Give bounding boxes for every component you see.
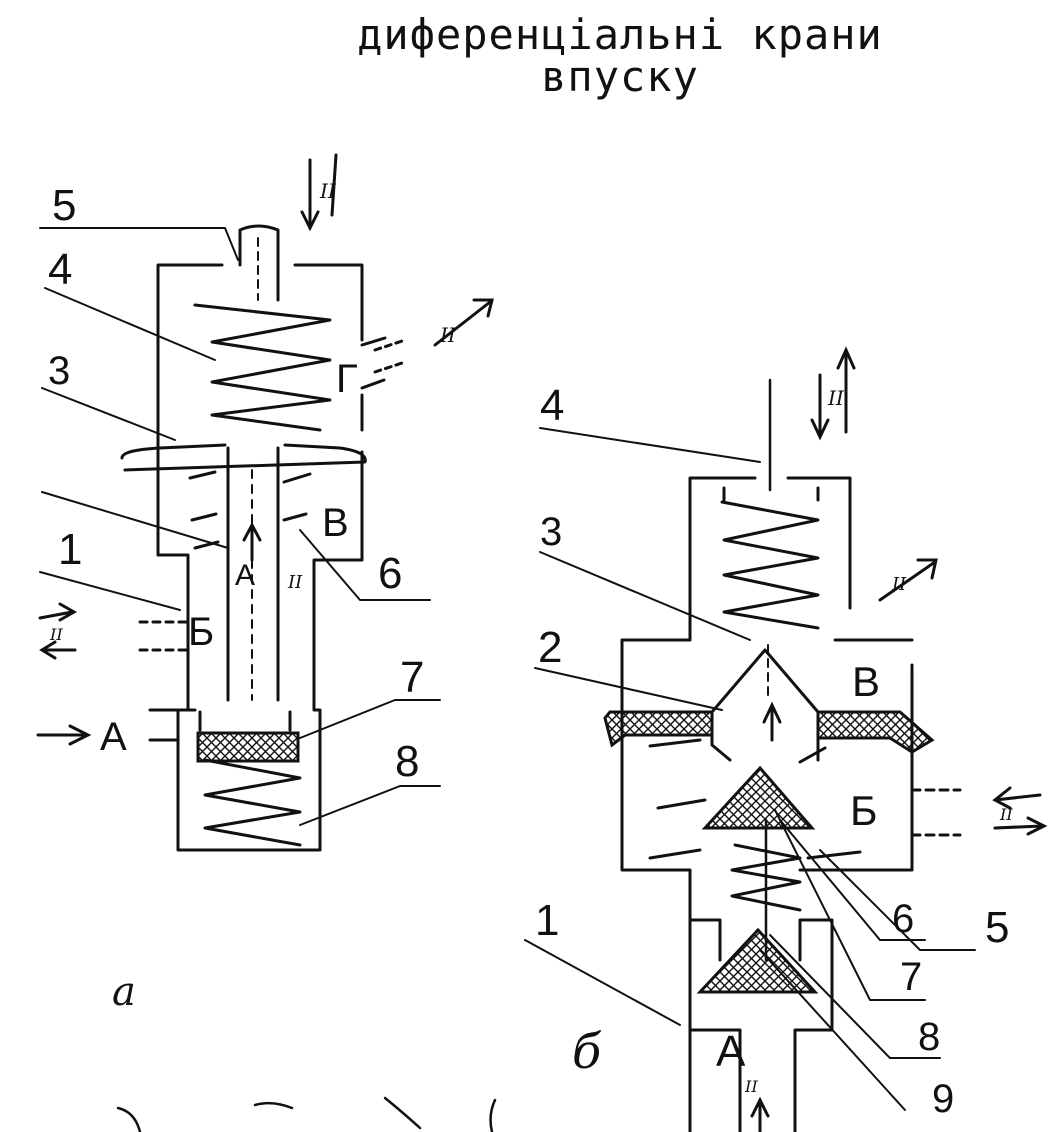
chamber-b-v: В [852,658,880,705]
valve-b-upper-housing [620,476,914,1132]
arrow-a-a-in [36,724,92,746]
arrow-a-b-out [39,640,77,660]
callout-b-9: 9 [932,1077,954,1121]
valve-a-inner-tube [226,446,280,702]
arrow-b-out [836,346,856,434]
callout-a-1: 1 [58,525,82,574]
callout-b-8: 8 [918,1015,940,1059]
arrow-a-inner [242,521,262,562]
valve-a [39,224,441,852]
callout-b-1: 1 [535,896,559,945]
arrow-a-b-in [38,602,78,622]
valve-b-valve-7 [701,765,816,830]
flow-arrows [36,153,1048,1132]
sublabel-b: б [572,1024,602,1080]
callout-b-6: 6 [892,897,914,941]
callout-a-6: 6 [378,549,402,598]
flow-arrow-labels: ІІ ІІ ІІ ІІ ІІ ІІ ІІ ІІ [49,179,1013,1096]
arrow-b-inner [762,701,782,742]
flow-label-a-2: ІІ [439,323,457,347]
valve-a-diaphragm-3 [120,443,367,472]
title-line-1: диференціальні крани [357,10,883,59]
arrow-b-b-in [993,816,1048,836]
arrow-b-v [878,558,938,602]
chamber-b-a: А [716,1027,746,1076]
valve-a-spring-8 [203,758,302,847]
hatched-parts [196,710,935,994]
callout-a-3: 3 [48,349,70,393]
flow-label-b-1: ІІ [827,386,845,410]
valve-b-callouts: 4 3 2 1 5 6 7 8 9 А Б В б [535,381,1009,1121]
valve-a-stem-top [238,224,280,302]
flow-label-a-4: ІІ [49,625,63,644]
title-line-2: впуску [541,52,699,101]
flow-label-b-4: ІІ [744,1077,758,1096]
arrow-b-b-out [992,786,1042,810]
callout-a-5: 5 [52,181,76,230]
chamber-a-inner: А [235,559,255,592]
flow-label-b-2: ІІ [891,574,907,595]
arrow-b-in [810,373,830,441]
flow-label-b-3: ІІ [999,805,1013,824]
arrow-b-a-bottom [750,1096,770,1132]
flow-label-a-3: ІІ [287,572,303,593]
valve-a-spring-4 [193,303,332,432]
valve-a-port-g [360,336,387,390]
callout-b-3: 3 [540,510,562,554]
flow-label-a-1: ІІ [319,179,337,203]
arrow-a-out [330,153,338,217]
chamber-b-b: Б [850,787,878,834]
valve-a-seal-7 [196,731,300,763]
chamber-a-a: А [100,715,127,759]
valve-b-diaphragm-2-left [603,710,714,748]
valve-b [524,378,976,1132]
arrow-a-in [300,158,320,232]
arrow-a-g [433,298,494,347]
callout-a-7: 7 [400,653,424,702]
callout-b-5: 5 [985,903,1009,952]
chamber-a-g: Г [336,357,358,401]
chamber-a-b: Б [188,610,214,654]
page-title: диференціальні крани впуску [300,14,940,98]
valve-b-spring-3 [720,500,820,630]
sublabel-a: а [112,969,136,1015]
valve-b-leaders [524,427,976,1111]
callout-b-2: 2 [538,623,562,672]
valve-b-diaphragm-2-right [816,710,935,754]
callout-a-4: 4 [48,245,72,294]
callout-b-4: 4 [540,381,564,430]
valve-a-callouts: 5 4 3 1 6 7 8 А Б В Г А а [48,181,424,1015]
valve-a-leaders [39,227,441,826]
callout-a-8: 8 [395,737,419,786]
chamber-a-v: В [322,501,349,545]
valve-b-valve-9 [696,927,819,994]
callout-b-7: 7 [900,955,922,999]
bottom-scribbles [116,1096,497,1132]
valve-a-upper-housing [156,263,364,852]
